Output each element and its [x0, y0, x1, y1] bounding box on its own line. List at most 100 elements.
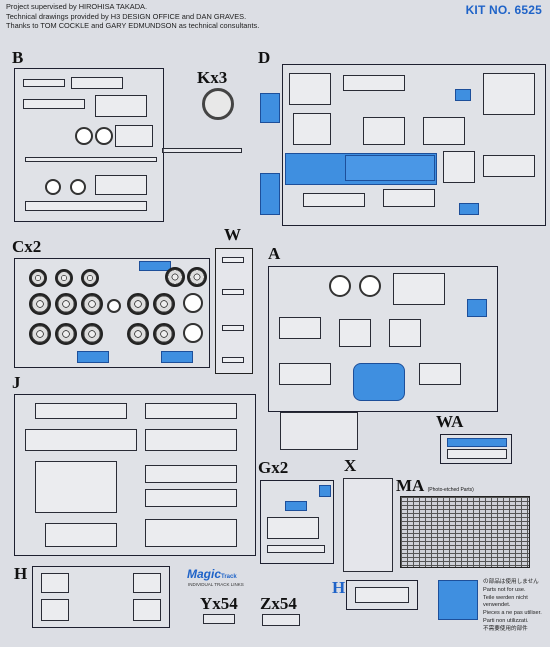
- sprue-b-part: [45, 179, 61, 195]
- unused-part-highlight: [260, 93, 280, 123]
- sprue-d-part: [483, 73, 535, 115]
- sprue-label-yx54: Yx54: [200, 594, 238, 613]
- road-wheel: [153, 293, 175, 315]
- sprue-j-part: [45, 523, 117, 547]
- sprue-j-frame: [14, 394, 256, 556]
- road-wheel: [81, 293, 103, 315]
- sprue-j-part: [145, 403, 237, 419]
- sprue-j-part: [145, 519, 237, 547]
- sprue-b-part: [95, 95, 147, 117]
- hull-detail: [222, 257, 244, 263]
- sprue-d-part: [363, 117, 405, 145]
- sprue-label-b: B: [12, 48, 24, 67]
- sprue-b-part: [71, 77, 123, 89]
- logo-tagline: INDIVIDUAL TRACK LINKS: [188, 582, 244, 587]
- sprue-j-part: [145, 489, 237, 507]
- unused-part-highlight: [260, 173, 280, 215]
- road-wheel: [183, 323, 203, 343]
- road-wheel: [55, 293, 77, 315]
- road-wheel: [29, 269, 47, 287]
- ma-note: (Photo-etched Parts): [427, 487, 474, 493]
- sprue-h-unused-frame: [346, 580, 418, 610]
- sprue-b-frame: [14, 68, 164, 222]
- road-wheel: [183, 293, 203, 313]
- unused-part-highlight: [319, 485, 331, 497]
- sprue-b-part: [70, 179, 86, 195]
- road-wheel: [55, 323, 77, 345]
- sprue-a-part: [359, 275, 381, 297]
- sprue-a-part: [389, 319, 421, 347]
- sprue-h-part: [41, 599, 69, 621]
- legend-line: Parts not for use.: [483, 586, 526, 593]
- sprue-h-part: [133, 599, 161, 621]
- sprue-h-frame: [32, 566, 170, 628]
- unused-part-highlight: [345, 155, 435, 181]
- sprue-b-part: [95, 127, 113, 145]
- unused-part-highlight: [285, 501, 307, 511]
- sprue-b-runner: [162, 148, 242, 153]
- sprue-label-h-unused: H: [332, 578, 346, 597]
- sprue-d-part: [303, 193, 365, 207]
- ma-title: MA: [396, 476, 424, 495]
- sprue-d-part: [443, 151, 475, 183]
- sprue-b-part: [75, 127, 93, 145]
- credits: Project supervised by HIROHISA TAKADA. T…: [6, 2, 259, 31]
- sprue-b-part: [23, 79, 65, 87]
- sprue-j-part: [145, 465, 237, 483]
- sprue-j-part: [35, 461, 117, 513]
- sprue-label-gx2: Gx2: [258, 458, 289, 477]
- road-wheel: [107, 299, 121, 313]
- sprue-d-part: [483, 155, 535, 177]
- unused-part-highlight: [459, 203, 479, 215]
- kit-number: KIT NO. 6525: [465, 3, 542, 17]
- sprue-label-kx3: Kx3: [197, 68, 228, 87]
- legend-line: Parti non utilizzati.: [483, 617, 529, 624]
- sprue-wa-frame: [440, 434, 512, 464]
- sprue-a-part: [279, 363, 331, 385]
- road-wheel: [55, 269, 73, 287]
- sprue-label-h: H: [14, 564, 28, 583]
- road-wheel: [153, 323, 175, 345]
- unused-part-highlight: [139, 261, 171, 271]
- sprue-label-w: W: [224, 225, 241, 244]
- unused-part-highlight: [455, 89, 471, 101]
- road-wheel: [127, 323, 149, 345]
- sprue-gx2-frame: [260, 480, 334, 564]
- sprue-a-frame: [268, 266, 498, 412]
- sprue-a-part: [280, 412, 358, 450]
- logo-suffix: Track: [221, 574, 237, 580]
- road-wheel: [187, 267, 207, 287]
- sprue-a-part: [279, 317, 321, 339]
- unused-part-highlight: [161, 351, 193, 363]
- hull-detail: [222, 357, 244, 363]
- sprue-d-part: [293, 113, 331, 145]
- road-wheel: [29, 293, 51, 315]
- track-link-z: [262, 614, 300, 626]
- sprue-a-part: [419, 363, 461, 385]
- sprue-gx2-part: [267, 545, 325, 553]
- sprue-label-a: A: [268, 244, 281, 263]
- road-wheel: [81, 323, 103, 345]
- sprue-b-part: [25, 201, 147, 211]
- hull-detail: [222, 289, 244, 295]
- sprue-label-wa: WA: [436, 412, 464, 431]
- credit-line-2: Technical drawings provided by H3 DESIGN…: [6, 11, 247, 21]
- legend-line: Pieces a ne pas utiliser.: [483, 610, 542, 617]
- legend-line: 不需要使用的部件: [483, 625, 528, 632]
- unused-part-highlight: [447, 438, 507, 447]
- sprue-j-part: [145, 429, 237, 451]
- sprue-d-part: [383, 189, 435, 207]
- sprue-label-ma: MA (Photo-etched Parts): [396, 476, 474, 496]
- sprue-d-part: [343, 75, 405, 91]
- sprue-j-part: [25, 429, 137, 451]
- unused-part-highlight: [353, 363, 405, 401]
- road-wheel: [81, 269, 99, 287]
- hull-detail: [222, 325, 244, 331]
- legend-line: の部品は使用しません: [483, 579, 539, 585]
- sprue-b-part: [115, 125, 153, 147]
- kx3-part: [202, 88, 234, 120]
- sprue-label-d: D: [258, 48, 271, 67]
- sprue-label-cx2: Cx2: [12, 237, 42, 256]
- sprue-a-part: [393, 273, 445, 305]
- credit-line-1: Project supervised by HIROHISA TAKADA.: [6, 2, 148, 11]
